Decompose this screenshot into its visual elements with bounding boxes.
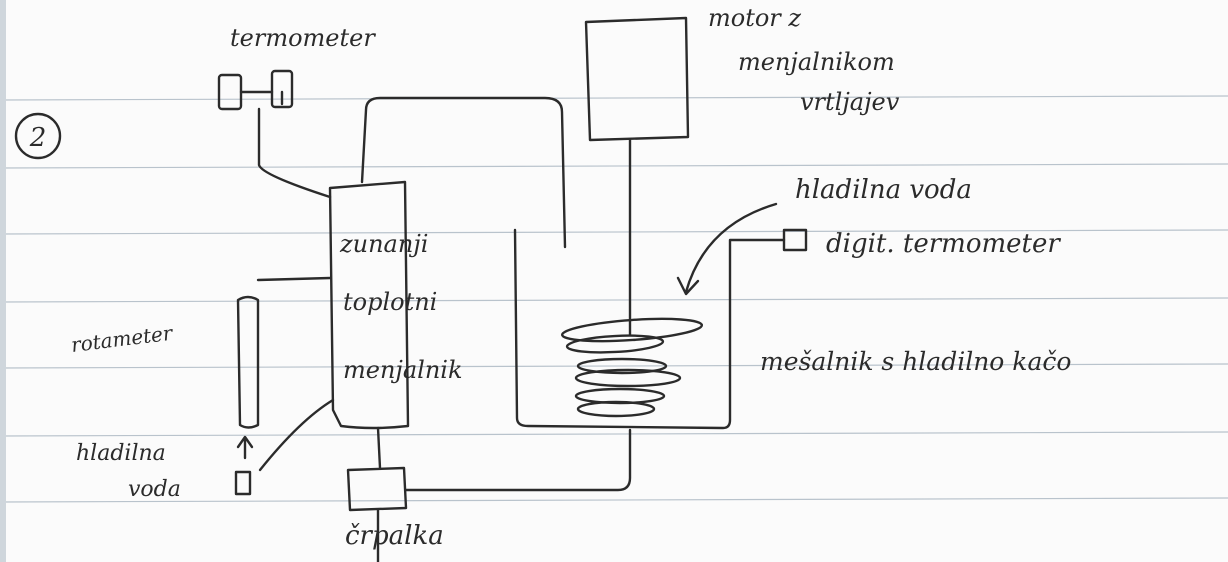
rotameter-icon <box>238 297 258 428</box>
pump-outlet-pipe <box>406 430 630 490</box>
inflow-arrow-icon <box>238 437 252 458</box>
ruled-lines <box>0 96 1228 502</box>
cooling-water-bottom-line1: hladilna <box>76 441 166 466</box>
page-margin-edge <box>0 0 6 562</box>
exchanger-label-line1: zunanji <box>339 230 428 258</box>
rotameter-label: rotameter <box>70 321 175 357</box>
thermometer-icon <box>219 71 330 197</box>
rotameter-pipe <box>258 278 330 280</box>
exchanger-label-line2: toplotni <box>343 288 437 316</box>
thermometer-label: termometer <box>230 24 376 52</box>
item-number-circle: 2 <box>16 114 60 158</box>
exchanger-label-line3: menjalnik <box>343 356 463 384</box>
pump-label: črpalka <box>345 521 444 551</box>
motor-label-line1: motor z <box>708 4 801 32</box>
mixer-label: mešalnik s hladilno kačo <box>760 347 1071 376</box>
digital-thermometer-icon <box>784 230 806 250</box>
pump-feed-pipe <box>378 428 380 468</box>
digital-thermometer-label: digit. termometer <box>826 229 1061 259</box>
motor-box <box>586 18 688 140</box>
cooling-water-label-top: hladilna voda <box>795 175 972 205</box>
mixing-vessel <box>515 230 784 428</box>
pump-box <box>348 468 406 510</box>
motor-label-line3: vrtljajev <box>800 88 900 116</box>
motor-label-line2: menjalnikom <box>738 48 895 76</box>
cooling-water-bottom-line2: voda <box>128 477 181 502</box>
return-pipe <box>362 98 565 247</box>
water-inlet-icon <box>236 472 250 494</box>
item-number: 2 <box>29 123 47 153</box>
